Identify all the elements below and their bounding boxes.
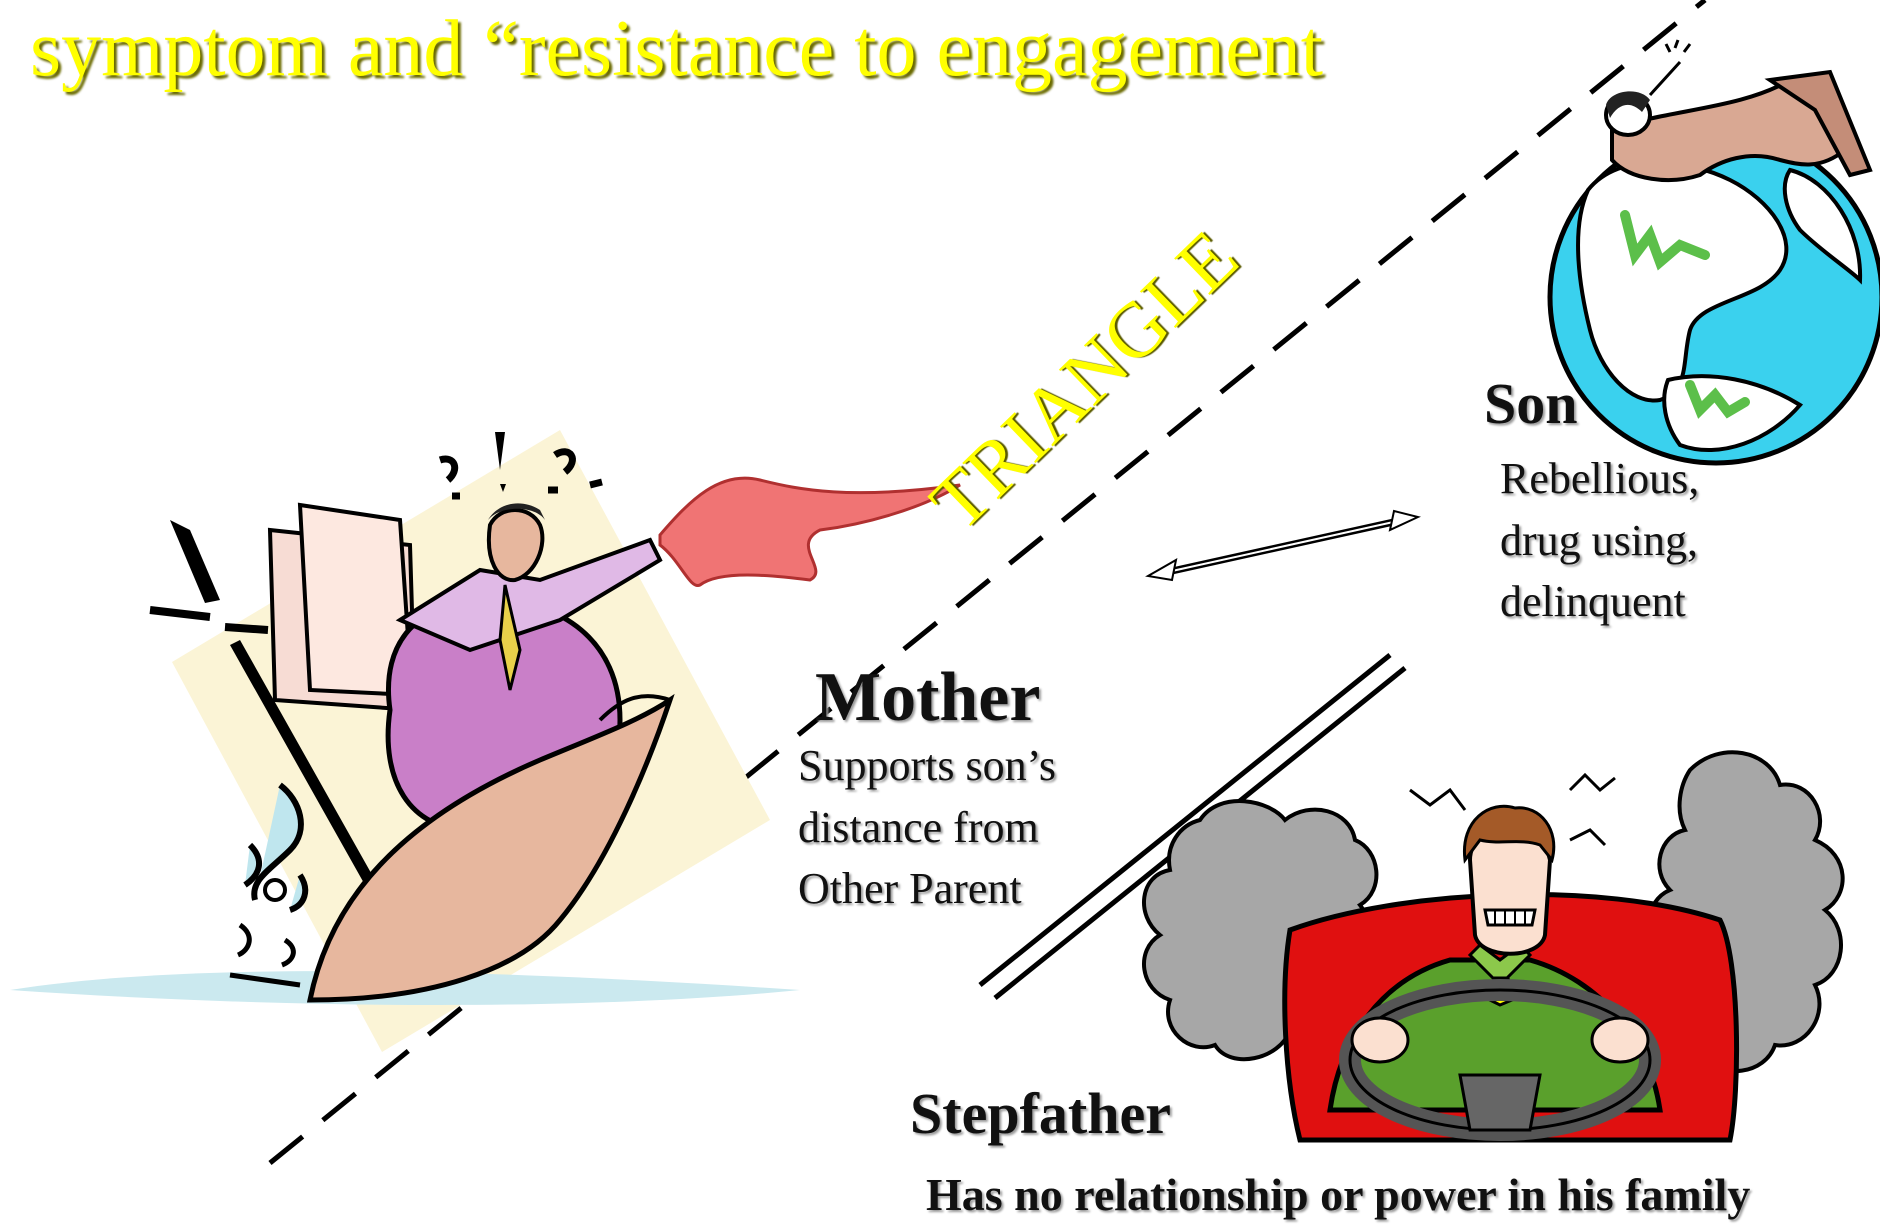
stressed-driver-clipart xyxy=(1142,750,1845,1143)
stepfather-description: Has no relationship or power in his fami… xyxy=(926,1169,1751,1220)
mother-son-arrow xyxy=(1145,509,1421,582)
mother-description-line: Supports son’s xyxy=(798,741,1056,790)
mother-description: Supports son’s distance from Other Paren… xyxy=(798,735,1056,920)
mother-description-line: distance from xyxy=(798,802,1039,852)
shouting-man-surfing-clipart xyxy=(10,430,961,1052)
stepfather-label: Stepfather xyxy=(910,1081,1171,1146)
slide-title: symptom and “resistance to engagement xyxy=(30,5,1323,93)
son-description-line: delinquent xyxy=(1500,577,1686,627)
son-label: Son xyxy=(1484,371,1578,436)
man-on-globe-clipart xyxy=(1547,39,1880,466)
son-description: Rebellious, drug using, delinquent xyxy=(1500,448,1699,633)
son-description-line: drug using, xyxy=(1500,515,1698,565)
mother-label: Mother xyxy=(815,659,1041,736)
son-description-line: Rebellious, xyxy=(1500,454,1700,503)
mother-description-line: Other Parent xyxy=(798,864,1022,914)
